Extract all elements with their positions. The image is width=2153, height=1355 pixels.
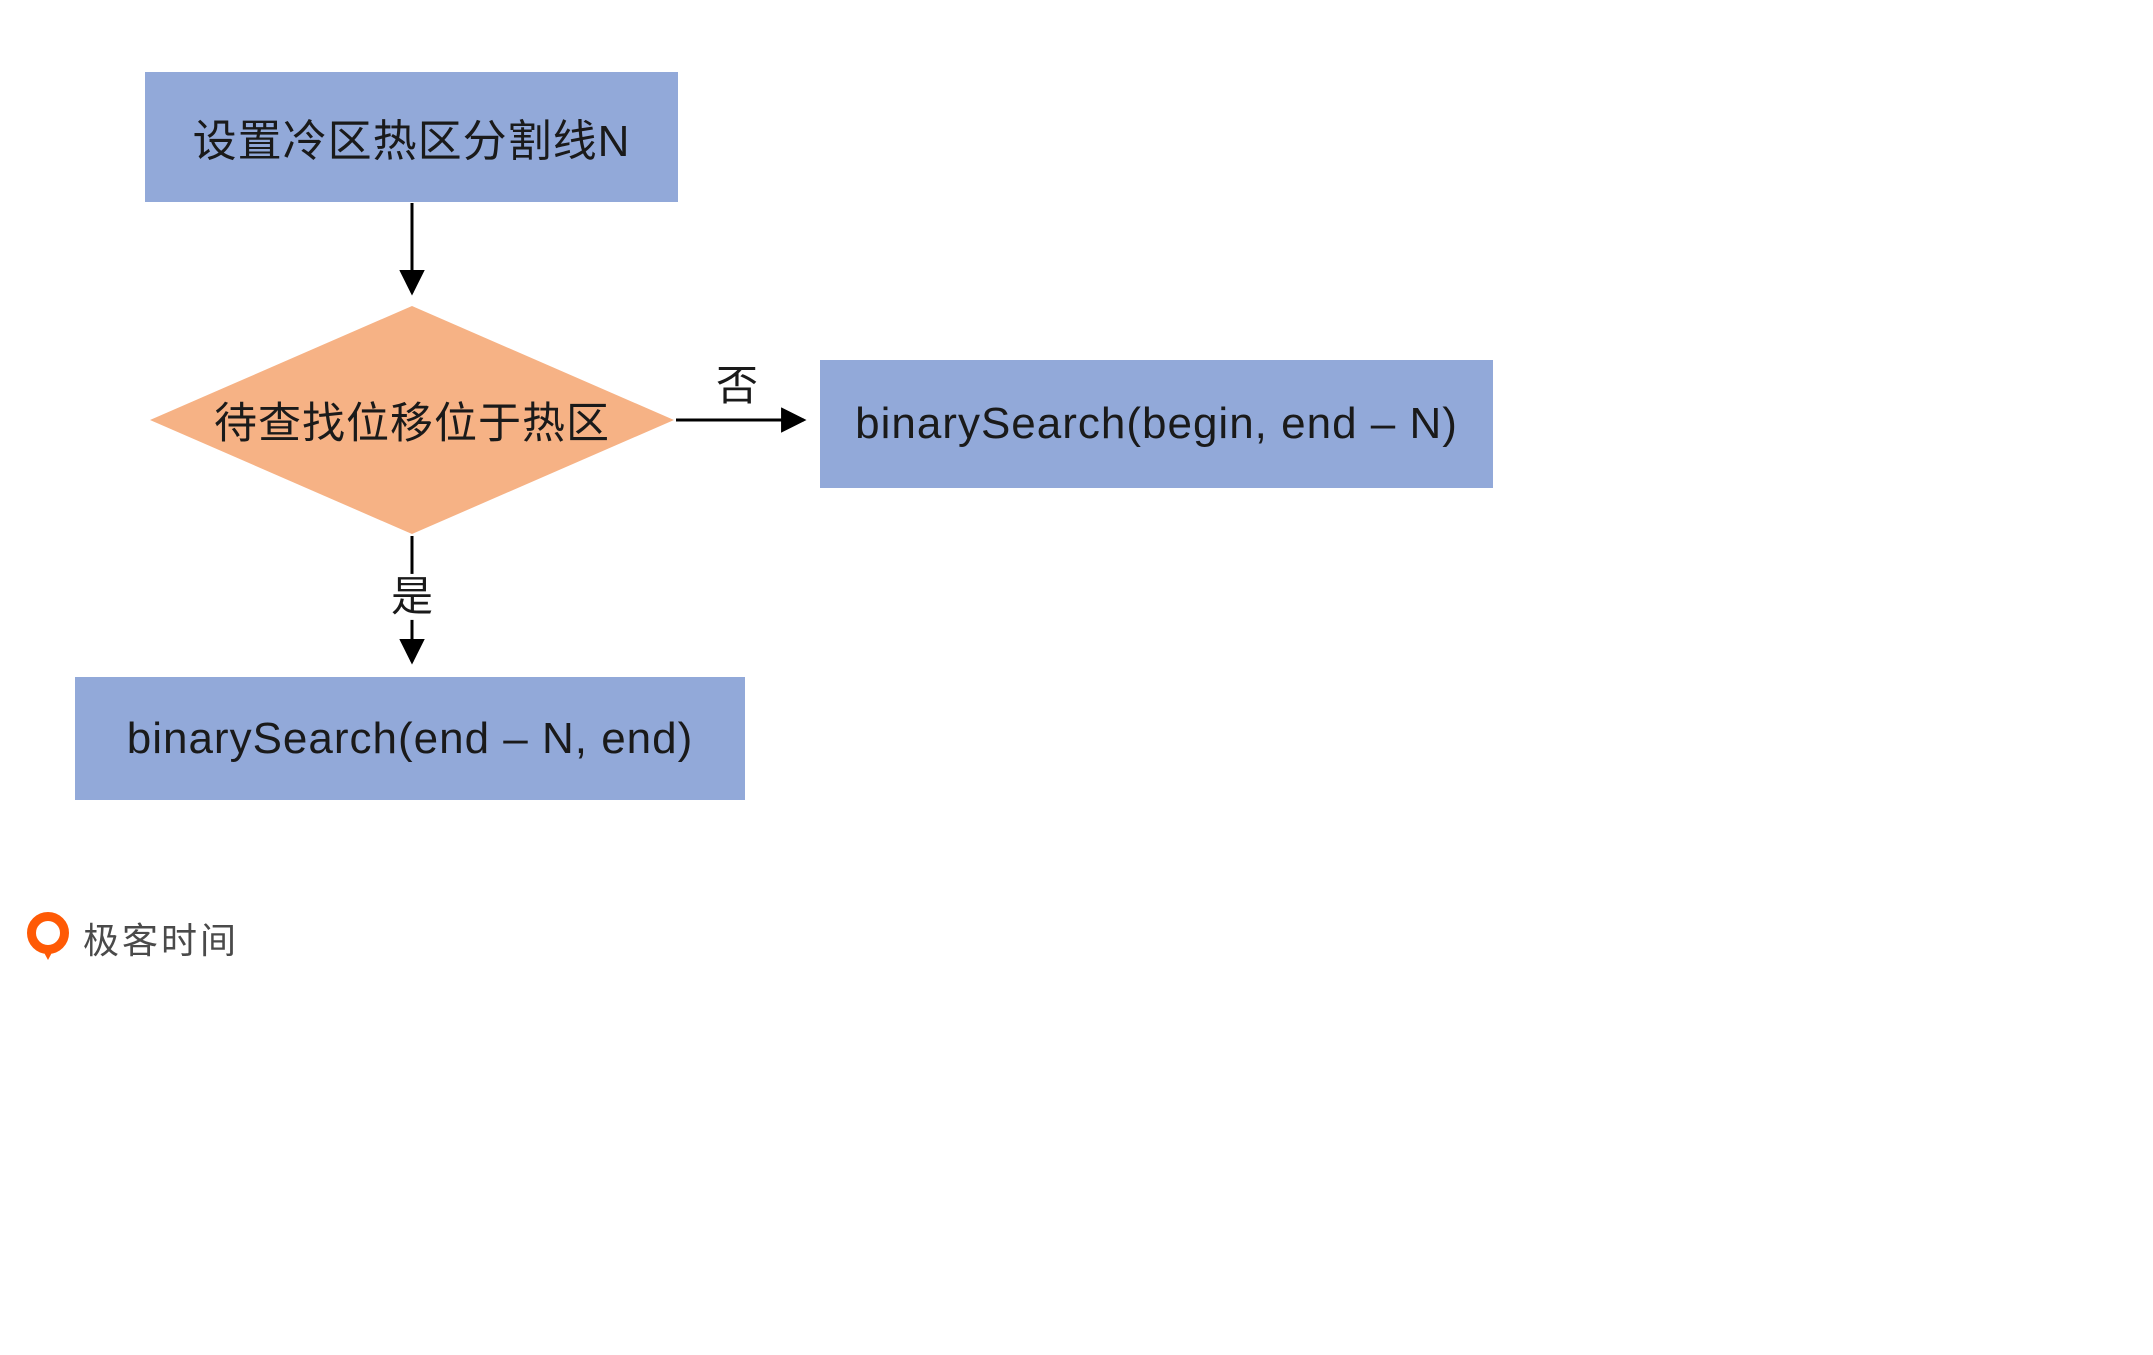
geektime-logo: 极客时间: [25, 912, 239, 964]
start-node-label: 设置冷区热区分割线N: [192, 117, 631, 166]
yes-branch-node: binarySearch(end – N, end): [75, 677, 745, 800]
decision-diamond: [150, 306, 674, 534]
decision-node-label: 待查找位移位于热区: [214, 400, 610, 448]
yes-branch-node-label: binarySearch(end – N, end): [126, 713, 694, 763]
decision-node: 待查找位移位于热区: [150, 306, 674, 534]
no-branch-node-label: binarySearch(begin, end – N): [855, 399, 1458, 448]
start-node: 设置冷区热区分割线N: [145, 72, 678, 202]
no-edge-label: 否: [707, 362, 767, 410]
geektime-logo-text: 极客时间: [83, 920, 240, 961]
yes-edge-label: 是: [382, 573, 442, 621]
no-branch-node: binarySearch(begin, end – N): [820, 360, 1493, 488]
geektime-logo-icon: [27, 912, 69, 960]
